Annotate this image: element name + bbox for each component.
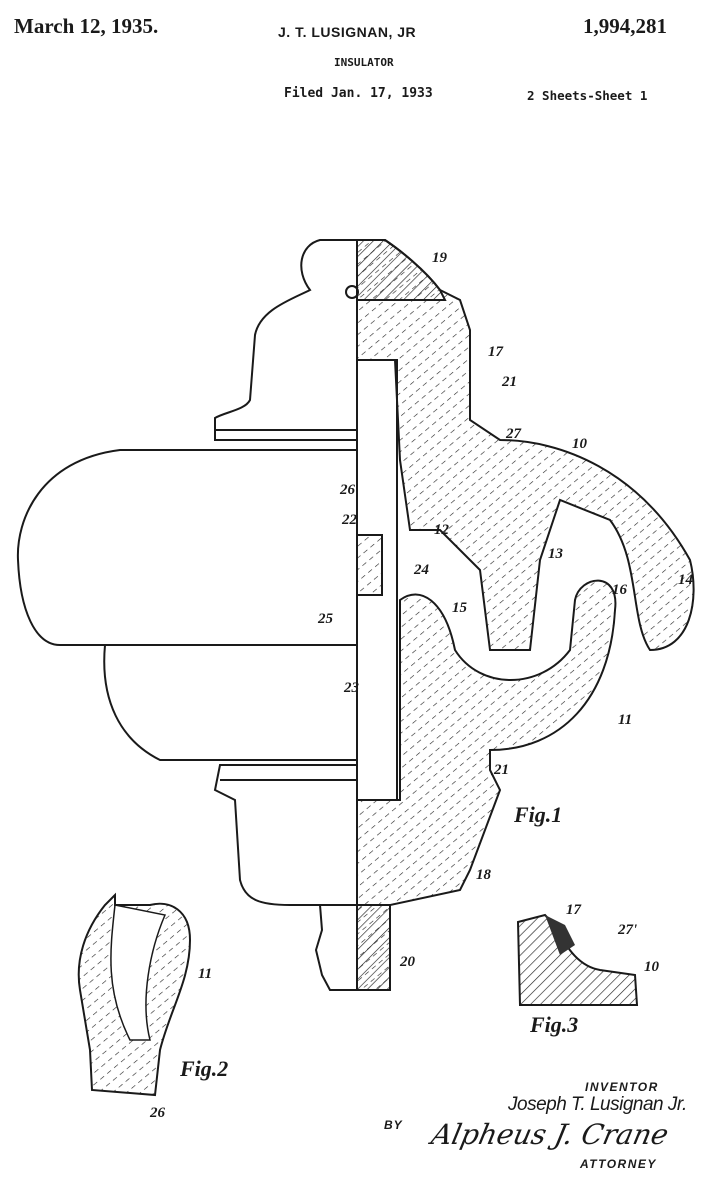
filed-date: Filed Jan. 17, 1933 xyxy=(284,86,433,101)
cement-24 xyxy=(356,534,383,596)
ref-14: 14 xyxy=(678,572,694,588)
fig2-ref-26: 26 xyxy=(149,1105,166,1121)
ref-23: 23 xyxy=(343,680,360,696)
by-label: BY xyxy=(384,1118,403,1132)
reference-numerals: 19 17 21 27 10 26 22 12 13 14 24 25 15 1… xyxy=(149,250,694,1121)
lower-section xyxy=(356,579,617,991)
patent-date: March 12, 1935. xyxy=(14,14,159,38)
inventor-name: Joseph T. Lusignan Jr. xyxy=(508,1094,687,1115)
ref-26: 26 xyxy=(339,482,356,498)
ref-10: 10 xyxy=(572,436,588,452)
upper-section xyxy=(356,239,695,652)
upper-cap-outline xyxy=(214,239,357,441)
fig1-drawing xyxy=(16,239,695,991)
lower-shell-outline xyxy=(103,644,357,761)
pin-outline xyxy=(314,904,357,991)
upper-shell-outline xyxy=(16,449,357,646)
fig3-ref-10: 10 xyxy=(644,959,660,975)
fig3-label: Fig.3 xyxy=(529,1012,578,1037)
ref-12: 12 xyxy=(434,522,450,538)
ref-13: 13 xyxy=(548,546,564,562)
pin-section xyxy=(356,904,391,991)
fig2-ref-11: 11 xyxy=(198,966,212,982)
inventor-label: INVENTOR xyxy=(585,1080,659,1094)
ref-25: 25 xyxy=(317,611,334,627)
ref-20: 20 xyxy=(399,954,416,970)
ref-17: 17 xyxy=(488,344,504,360)
ref-27: 27 xyxy=(505,426,522,442)
ref-11: 11 xyxy=(618,712,632,728)
fig3-ref-27prime: 27' xyxy=(617,922,637,938)
ref-24: 24 xyxy=(413,562,430,578)
sheet-info: 2 Sheets-Sheet 1 xyxy=(527,88,648,103)
ref-21-upper: 21 xyxy=(501,374,517,390)
ref-18: 18 xyxy=(476,867,492,883)
inventor-header: J. T. LUSIGNAN, JR xyxy=(278,24,417,40)
attorney-signature: Alpheus J. Crane xyxy=(428,1118,672,1151)
ref-15: 15 xyxy=(452,600,468,616)
ref-19: 19 xyxy=(432,250,448,266)
fig3-ref-17: 17 xyxy=(566,902,582,918)
ref-16: 16 xyxy=(612,582,628,598)
patent-title: INSULATOR xyxy=(334,56,394,69)
ref-22: 22 xyxy=(341,512,358,528)
attorney-label: ATTORNEY xyxy=(580,1157,657,1171)
lower-cap-outline xyxy=(213,764,357,906)
fig2-label: Fig.2 xyxy=(179,1056,228,1081)
ref-21-lower: 21 xyxy=(493,762,509,778)
patent-number: 1,994,281 xyxy=(583,14,667,38)
fig1-label: Fig.1 xyxy=(513,802,562,827)
cap-section-19 xyxy=(356,239,447,301)
